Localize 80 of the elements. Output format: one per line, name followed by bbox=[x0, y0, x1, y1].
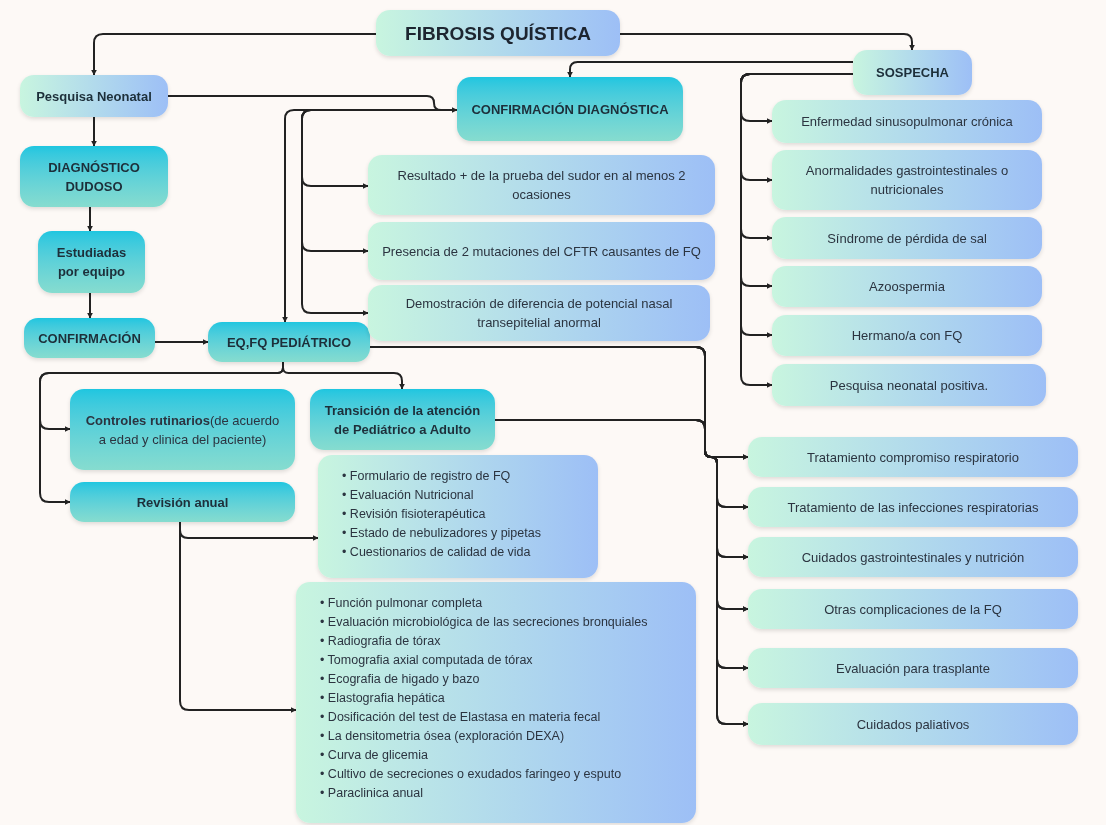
item-box bbox=[853, 50, 972, 95]
node-label: Presencia de 2 mutaciones del CFTR causantes de FQ bbox=[382, 242, 701, 261]
item-box bbox=[368, 222, 715, 280]
node-label: Estudiadas por equipo bbox=[55, 244, 128, 281]
category-box bbox=[70, 389, 295, 470]
node-label: EQ,FQ PEDIÁTRICO bbox=[226, 333, 352, 352]
list-item: • Función pulmonar completa bbox=[320, 595, 484, 612]
node-label: Demostración de diferencia de potencial nasal transepitelial anormal bbox=[404, 295, 674, 332]
item-box bbox=[772, 100, 1042, 143]
list-item: • Dosificación del test de Elastasa en materia fecal bbox=[320, 709, 602, 726]
category-box bbox=[24, 318, 155, 358]
node-label: Hermano/a con FQ bbox=[851, 327, 963, 345]
node-label: Pesquisa neonatal positiva. bbox=[829, 376, 989, 395]
category-box bbox=[457, 77, 683, 141]
arrow bbox=[619, 33, 915, 51]
node-label: DIAGNÓSTICO DUDOSO bbox=[47, 158, 141, 196]
checklist-box bbox=[296, 582, 696, 823]
list-item: • Revisión fisioterapéutica bbox=[342, 506, 487, 523]
arrow bbox=[282, 361, 405, 390]
arrow bbox=[87, 292, 93, 319]
node-label: Revisión anual bbox=[136, 493, 229, 512]
item-box bbox=[368, 285, 710, 341]
node-label: FIBROSIS QUÍSTICA bbox=[405, 23, 591, 43]
list-item: • La densitometria ósea (exploración DEXA) bbox=[320, 728, 566, 745]
list-item: • Cultivo de secreciones o exudados faringeo y esputo bbox=[320, 766, 623, 783]
arrow bbox=[179, 521, 297, 713]
item-box bbox=[772, 315, 1042, 356]
node-label: Anormalidades gastrointestinales o nutricionales bbox=[804, 162, 1010, 199]
item-box bbox=[748, 703, 1078, 745]
node-label: Cuidados paliativos bbox=[856, 715, 970, 734]
arrow bbox=[91, 116, 97, 147]
checklist-box bbox=[318, 455, 598, 578]
item-box bbox=[748, 589, 1078, 629]
node-label: Tratamiento de las infecciones respiratorias bbox=[787, 498, 1039, 517]
node-label: Tratamiento compromiso respiratorio bbox=[807, 448, 1019, 467]
item-box bbox=[772, 150, 1042, 210]
node-label: Azoospermia bbox=[869, 278, 945, 296]
list-item: • Formulario de registro de FQ bbox=[342, 468, 512, 485]
node-label: CONFIRMACIÓN bbox=[38, 329, 141, 348]
item-box bbox=[748, 437, 1078, 477]
arrow bbox=[154, 339, 209, 345]
item-box bbox=[20, 75, 168, 117]
item-box bbox=[748, 537, 1078, 577]
item-box bbox=[368, 155, 715, 215]
list-item: • Evaluación Nutricional bbox=[342, 487, 475, 504]
list-item: • Evaluación microbiológica de las secreciones bronquiales bbox=[320, 614, 648, 631]
list-item: • Elastografia hepática bbox=[320, 690, 446, 707]
category-box bbox=[20, 146, 168, 207]
node-label: Resultado + de la prueba del sudor en al menos 2 ocasiones bbox=[396, 167, 687, 204]
arrow bbox=[91, 33, 377, 76]
node-label: Otras complicaciones de la FQ bbox=[824, 600, 1002, 619]
list-item: • Radiografia de tórax bbox=[320, 633, 442, 650]
arrow bbox=[167, 95, 458, 113]
list-item: • Tomografia axial computada de tórax bbox=[320, 652, 534, 669]
category-box bbox=[70, 482, 295, 522]
node-label: Enfermedad sinusopulmonar crónica bbox=[801, 113, 1013, 131]
list-item: • Paraclinica anual bbox=[320, 785, 425, 802]
item-box bbox=[748, 648, 1078, 688]
node-label: Síndrome de pérdida de sal bbox=[827, 229, 987, 248]
item-box bbox=[748, 487, 1078, 527]
node-label: CONFIRMACIÓN DIAGNÓSTICA bbox=[471, 100, 669, 119]
title-box bbox=[376, 10, 620, 56]
node-label: Evaluación para trasplante bbox=[836, 659, 990, 678]
item-box bbox=[772, 364, 1046, 406]
item-box bbox=[772, 266, 1042, 307]
category-box bbox=[310, 389, 495, 450]
list-item: • Curva de glicemia bbox=[320, 747, 429, 764]
node-label: SOSPECHA bbox=[876, 64, 949, 82]
node-label: Cuidados gastrointestinales y nutrición bbox=[801, 548, 1025, 567]
node-label: Transición de la atención de Pediátrico a Adulto bbox=[323, 401, 482, 439]
list-item: • Estado de nebulizadores y pipetas bbox=[342, 525, 541, 542]
category-box bbox=[38, 231, 145, 293]
list-item: • Cuestionarios de calidad de vida bbox=[342, 544, 532, 561]
arrow bbox=[87, 206, 93, 232]
arrow bbox=[567, 61, 854, 78]
node-label: Pesquisa Neonatal bbox=[36, 87, 152, 106]
item-box bbox=[772, 217, 1042, 259]
list-item: • Ecografia de higado y bazo bbox=[320, 671, 481, 688]
node-label: Controles rutinarios(de acuerdo a edad y clinica del paciente) bbox=[84, 411, 281, 449]
category-box bbox=[208, 322, 370, 362]
